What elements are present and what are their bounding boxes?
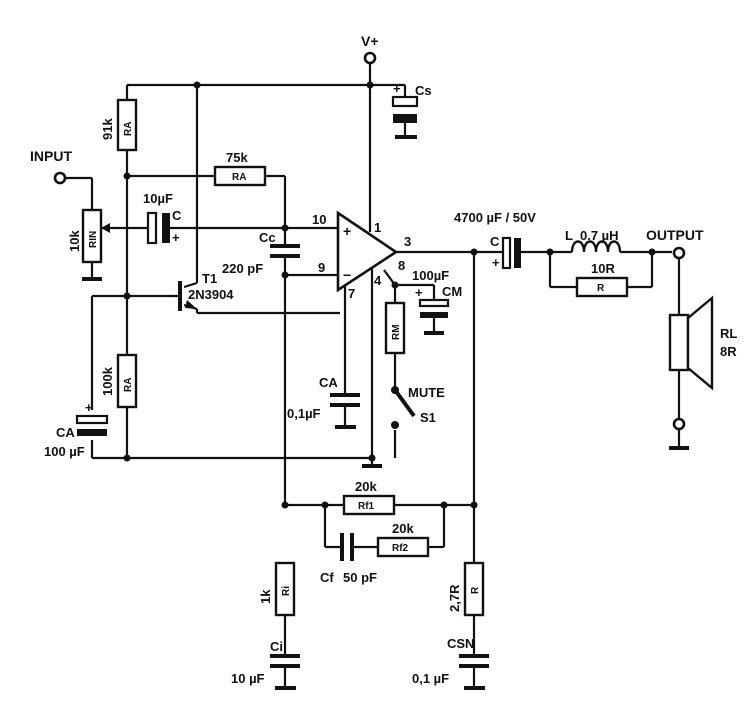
cc-name: Cc (259, 230, 276, 245)
rl-value: 8R (720, 344, 737, 359)
c-output-plus: + (492, 255, 500, 270)
rf1-value: 20k (355, 479, 377, 494)
capacitor-ca-left: + CA 100 µF (44, 400, 109, 459)
cm-plus: + (415, 285, 423, 300)
capacitor-ci: Ci 10 µF (231, 639, 300, 686)
input-terminal: INPUT (30, 148, 72, 185)
r-2r7-name: R (470, 586, 481, 594)
cm-name: CM (442, 284, 462, 299)
resistor-r-2r7: R 2,7R (447, 561, 485, 617)
l-value: 0.7 µH (580, 228, 619, 243)
resistor-ra-75k: RA 75k (213, 150, 267, 187)
capacitor-cm: + 100µF CM (412, 268, 462, 318)
rl-name: RL (720, 326, 737, 341)
r-2r7-value: 2,7R (447, 584, 462, 612)
pin-1-label: 1 (374, 220, 381, 235)
junction-dots (123, 81, 656, 509)
c-output-name: C (490, 234, 500, 249)
ri-value: 1k (258, 589, 273, 604)
c-input-name: C (172, 208, 182, 223)
cs-name-label: Cs (415, 83, 432, 98)
rin-name: RIN (88, 231, 99, 248)
ra-100k-name: RA (123, 378, 134, 392)
capacitor-cf: Cf 50 pF (320, 533, 377, 585)
cs-plus-sign: + (393, 81, 401, 96)
pin-9-label: 9 (318, 260, 325, 275)
output-terminal: OUTPUT (646, 227, 704, 260)
csn-value: 0,1 µF (412, 671, 449, 686)
ri-name: Ri (281, 586, 292, 596)
opamp-plus-sign: + (343, 223, 351, 239)
capacitor-cs: + Cs (391, 81, 432, 123)
capacitor-cc: Cc 220 pF (222, 230, 300, 276)
ca-mid-value: 0,1µF (287, 406, 321, 421)
pin-7-label: 7 (348, 286, 355, 301)
t1-type: 2N3904 (188, 287, 234, 302)
pin-8-label: 8 (398, 258, 405, 273)
resistor-rm: RM (384, 301, 406, 355)
load-bottom-terminal (672, 417, 686, 431)
resistor-rf1: Rf1 20k (342, 479, 396, 516)
pin-3-label: 3 (404, 234, 411, 249)
capacitor-csn: CSN 0,1 µF (412, 636, 489, 686)
rm-name: RM (391, 324, 402, 340)
inductor-l: L 0.7 µH (565, 228, 622, 253)
ci-value: 10 µF (231, 671, 265, 686)
ra-75k-value: 75k (226, 150, 248, 165)
ground-symbols (82, 135, 689, 690)
vplus-terminal: V+ (361, 33, 379, 65)
csn-name: CSN (447, 636, 474, 651)
ca-mid-name: CA (319, 375, 338, 390)
ra-75k-name: RA (232, 172, 246, 183)
mute-label: MUTE (408, 385, 445, 400)
resistor-ra-100k: RA 100k (100, 353, 138, 409)
rf2-name: Rf2 (392, 543, 409, 554)
opamp-minus-sign: − (343, 267, 351, 283)
input-label: INPUT (30, 148, 72, 164)
cc-value: 220 pF (222, 261, 263, 276)
ca-left-value: 100 µF (44, 444, 85, 459)
capacitor-c-output: 4700 µF / 50V C + (454, 210, 536, 270)
resistor-ra-91k: RA 91k (100, 98, 138, 152)
opamp: + − 10 9 1 3 4 8 7 (312, 210, 411, 301)
rf1-name: Rf1 (358, 501, 375, 512)
resistor-r-10r: R 10R (575, 261, 629, 298)
pin-4-label: 4 (374, 273, 382, 288)
potentiometer-rin: RIN 10k (67, 208, 110, 264)
rin-value: 10k (67, 230, 82, 252)
pin-10-label: 10 (312, 212, 326, 227)
vplus-label: V+ (361, 33, 379, 49)
ci-name: Ci (270, 639, 283, 654)
ra-91k-value: 91k (100, 118, 115, 140)
capacitor-c-input: 10µF C + (143, 191, 185, 245)
resistor-rf2: Rf2 20k (376, 521, 430, 558)
t1-name: T1 (202, 271, 217, 286)
cf-value: 50 pF (343, 570, 377, 585)
ra-100k-value: 100k (100, 366, 115, 396)
resistor-ri: Ri 1k (258, 561, 296, 617)
output-label: OUTPUT (646, 227, 704, 243)
rf2-value: 20k (392, 521, 414, 536)
ca-left-name: CA (56, 425, 75, 440)
r-10r-value: 10R (591, 261, 615, 276)
cm-value: 100µF (412, 268, 449, 283)
mute-switch-s1[interactable]: MUTE S1 (391, 385, 445, 429)
load-rl: RL 8R (668, 295, 737, 391)
r-10r-name: R (597, 283, 605, 294)
wiring (64, 62, 681, 686)
c-input-value: 10µF (143, 191, 173, 206)
ca-left-plus: + (85, 400, 93, 415)
capacitor-ca-mid: CA 0,1µF (287, 375, 360, 421)
transistor-t1: T1 2N3904 (174, 271, 234, 311)
c-input-plus: + (172, 230, 180, 245)
l-name: L (565, 228, 573, 243)
cf-name: Cf (320, 570, 334, 585)
ra-91k-name: RA (123, 122, 134, 136)
c-output-value: 4700 µF / 50V (454, 210, 536, 225)
s1-label: S1 (420, 410, 436, 425)
